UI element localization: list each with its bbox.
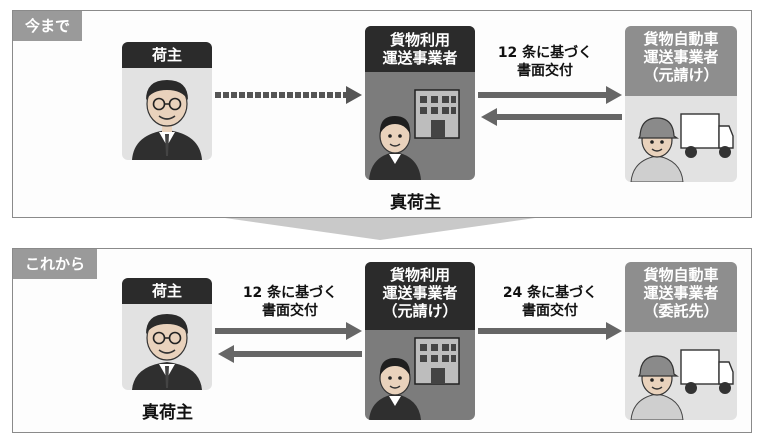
top-shipper-box: 荷主	[122, 42, 212, 160]
top-true-shipper-label: 真荷主	[390, 193, 441, 213]
bottom-forwarder-line3: （元請け）	[382, 302, 458, 320]
bottom-forwarder-line1: 貨物利用	[389, 266, 450, 284]
top-document-line1: 12 条に基づく	[497, 45, 593, 61]
transition-arrow-icon	[225, 218, 535, 240]
bottom-forwarder-label: 貨物利用 運送事業者 （元請け）	[365, 262, 475, 330]
businessman-icon	[132, 314, 202, 390]
bottom-carrier-label: 貨物自動車 運送事業者 （委託先）	[625, 262, 737, 332]
bottom-left-document-caption: 12 条に基づく 書面交付	[225, 284, 355, 320]
businessman-icon	[132, 80, 202, 160]
top-forwarder-box: 貨物利用 運送事業者	[365, 26, 475, 180]
bottom-carrier-line3: （委託先）	[643, 302, 719, 320]
top-shipper-label: 荷主	[122, 42, 212, 68]
worker-icon	[630, 355, 684, 420]
top-forwarder-line1: 貨物利用	[389, 31, 450, 49]
bottom-carrier-line2: 運送事業者	[643, 284, 719, 302]
truck-icon	[680, 349, 734, 394]
building-icon	[414, 89, 460, 139]
top-forwarder-line2: 運送事業者	[382, 49, 458, 67]
worker-icon	[630, 117, 684, 182]
forwarder-illustration	[369, 89, 460, 180]
bottom-carrier-box: 貨物自動車 運送事業者 （委託先）	[625, 262, 737, 420]
bottom-shipper-box: 荷主	[122, 278, 212, 390]
top-carrier-line3: （元請け）	[643, 66, 719, 84]
carrier-illustration	[630, 113, 734, 182]
panel-tag-before: 今まで	[13, 11, 83, 41]
bottom-shipper-label: 荷主	[122, 278, 212, 304]
forwarder-illustration	[369, 337, 460, 420]
bottom-right-document-caption: 24 条に基づく 書面交付	[485, 284, 615, 320]
worker-icon	[369, 358, 421, 420]
top-carrier-box: 貨物自動車 運送事業者 （元請け）	[625, 26, 737, 182]
bottom-forwarder-box: 貨物利用 運送事業者 （元請け）	[365, 262, 475, 420]
top-carrier-line1: 貨物自動車	[643, 30, 719, 48]
truck-icon	[680, 113, 734, 158]
bottom-right-document-line1: 24 条に基づく	[502, 285, 598, 301]
top-document-line2: 書面交付	[517, 63, 573, 79]
bottom-left-document-line1: 12 条に基づく	[242, 285, 338, 301]
bottom-right-document-line2: 書面交付	[522, 303, 578, 319]
bottom-carrier-line1: 貨物自動車	[643, 266, 719, 284]
bottom-true-shipper-label: 真荷主	[142, 403, 193, 423]
panel-tag-after: これから	[13, 249, 98, 279]
top-carrier-line2: 運送事業者	[643, 48, 719, 66]
top-document-caption: 12 条に基づく 書面交付	[485, 44, 605, 80]
carrier-illustration	[630, 349, 734, 420]
worker-icon	[369, 116, 421, 180]
top-carrier-label: 貨物自動車 運送事業者 （元請け）	[625, 26, 737, 96]
top-forwarder-label: 貨物利用 運送事業者	[365, 26, 475, 72]
bottom-forwarder-line2: 運送事業者	[382, 284, 458, 302]
building-icon	[414, 337, 460, 385]
bottom-left-document-line2: 書面交付	[262, 303, 318, 319]
